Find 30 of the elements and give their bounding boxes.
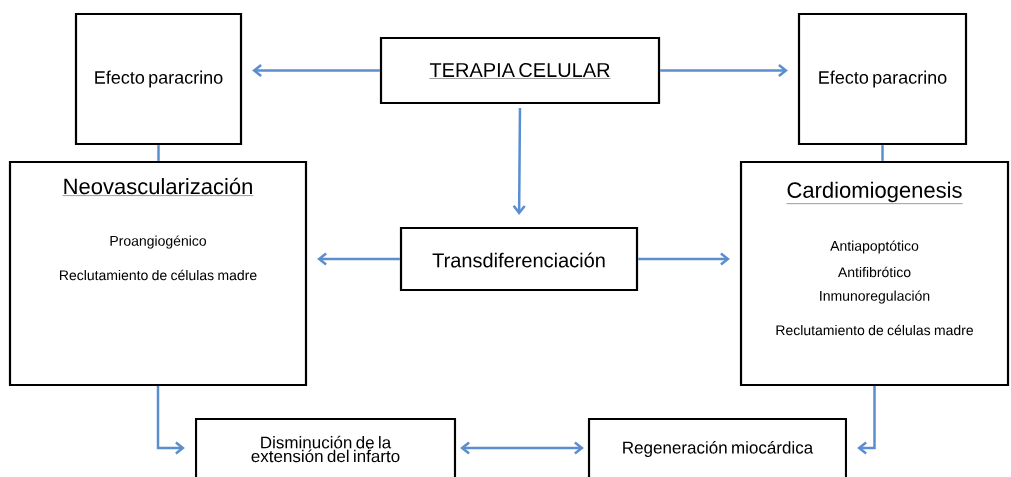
arrow bbox=[156, 386, 185, 455]
title-text: TERAPIA CELULAR bbox=[429, 62, 611, 79]
heading-text: Neovascularización bbox=[62, 177, 254, 196]
process-box bbox=[739, 160, 1010, 387]
arrow bbox=[857, 386, 876, 455]
arrow bbox=[317, 252, 400, 266]
box-text: Efecto paracrino bbox=[819, 70, 947, 88]
list-item: Reclutamiento de células madre bbox=[776, 324, 973, 336]
process-box bbox=[74, 12, 243, 146]
heading-text: Cardiomiogenesis bbox=[786, 181, 963, 204]
process-box bbox=[194, 417, 457, 477]
list-item: Inmunoregulación bbox=[820, 290, 930, 304]
box-text: Efecto paracrino bbox=[95, 70, 223, 88]
list-item: Antifibrótico bbox=[837, 266, 911, 278]
list-item: Antiapoptótico bbox=[830, 240, 919, 254]
process-box bbox=[379, 36, 661, 105]
list-item: Proangiogénico bbox=[110, 235, 207, 249]
process-box bbox=[8, 160, 308, 387]
arrow bbox=[512, 108, 526, 215]
arrow bbox=[660, 64, 788, 77]
process-box bbox=[797, 12, 968, 146]
process-box bbox=[587, 417, 848, 477]
arrow bbox=[638, 252, 730, 266]
list-item: Reclutamiento de células madre bbox=[60, 269, 257, 281]
process-box bbox=[399, 226, 639, 292]
box-text: Transdiferenciación bbox=[432, 252, 605, 268]
arrow bbox=[460, 441, 584, 455]
box-text: Disminución de la extensión del infarto bbox=[251, 435, 400, 463]
box-text: Regeneración miocárdica bbox=[623, 441, 814, 458]
arrow bbox=[252, 64, 380, 77]
